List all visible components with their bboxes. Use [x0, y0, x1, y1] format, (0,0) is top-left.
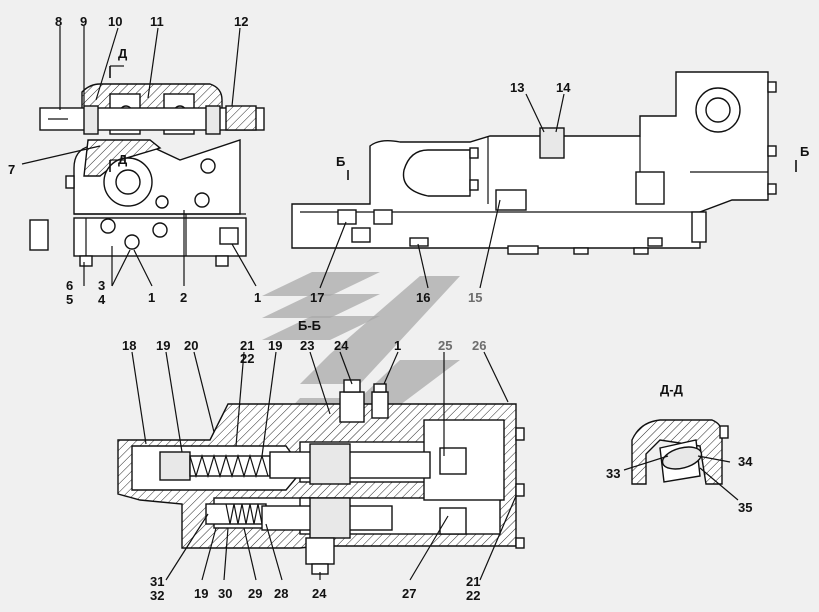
callout-23: 23	[300, 338, 314, 353]
callout-24a: 24	[334, 338, 349, 353]
callout-26: 26	[472, 338, 486, 353]
callout-29: 29	[248, 586, 262, 601]
callout-11: 11	[150, 14, 164, 29]
callout-8: 8	[55, 14, 62, 29]
callout-7: 7	[8, 162, 15, 177]
callout-19a: 19	[156, 338, 170, 353]
callout-9: 9	[80, 14, 87, 29]
cut-label-d-mid: Д	[118, 152, 128, 167]
cut-label-d-top: Д	[118, 46, 128, 61]
cut-label-b-right: Б	[800, 144, 809, 159]
callout-1c: 1	[394, 338, 401, 353]
top-right-view	[291, 71, 797, 289]
callout-18: 18	[122, 338, 136, 353]
callout-22b: 22	[466, 588, 480, 603]
callout-10: 10	[108, 14, 122, 29]
section-title-dd: Д-Д	[660, 382, 684, 397]
callout-27: 27	[402, 586, 416, 601]
section-bb-view	[117, 351, 525, 581]
callout-17: 17	[310, 290, 324, 305]
callout-33: 33	[606, 466, 620, 481]
section-title-bb: Б-Б	[298, 318, 321, 333]
callout-labels: 8 9 10 11 12 7 6 5 3 4 1 2 1 Д Д 13 14 1…	[8, 14, 809, 603]
callout-21a: 21	[240, 338, 254, 353]
callout-2: 2	[180, 290, 187, 305]
callout-4: 4	[98, 292, 106, 307]
callout-5: 5	[66, 292, 73, 307]
callout-34: 34	[738, 454, 753, 469]
callout-3: 3	[98, 278, 105, 293]
callout-19c: 19	[194, 586, 208, 601]
detail-dd-view	[623, 419, 739, 501]
callout-21b: 21	[466, 574, 480, 589]
callout-1b: 1	[254, 290, 261, 305]
callout-22a: 22	[240, 351, 254, 366]
callout-24b: 24	[312, 586, 327, 601]
cut-label-b-left: Б	[336, 154, 345, 169]
callout-14: 14	[556, 80, 571, 95]
callout-15: 15	[468, 290, 482, 305]
callout-31: 31	[150, 574, 164, 589]
callout-30: 30	[218, 586, 232, 601]
callout-28: 28	[274, 586, 288, 601]
callout-32: 32	[150, 588, 164, 603]
callout-6: 6	[66, 278, 73, 293]
callout-1a: 1	[148, 290, 155, 305]
callout-25: 25	[438, 338, 452, 353]
top-left-view	[21, 26, 265, 287]
callout-20: 20	[184, 338, 198, 353]
callout-19b: 19	[268, 338, 282, 353]
callout-16: 16	[416, 290, 430, 305]
callout-35: 35	[738, 500, 752, 515]
callout-12: 12	[234, 14, 248, 29]
callout-13: 13	[510, 80, 524, 95]
